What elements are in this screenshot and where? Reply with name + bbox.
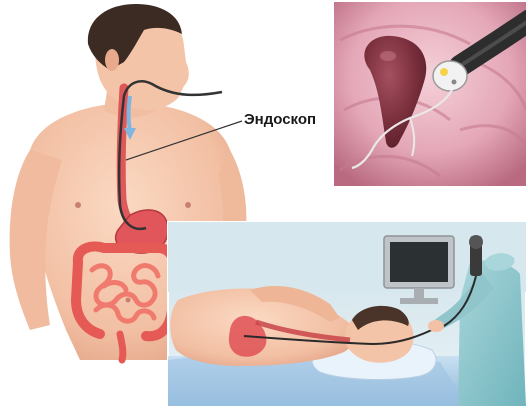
inset-procedure-room — [168, 222, 526, 406]
navel — [126, 298, 131, 303]
endoscope-label: Эндоскоп — [244, 111, 316, 128]
flow-arrow — [129, 96, 131, 130]
nipple-left — [75, 202, 81, 208]
endoscope-tip — [433, 61, 467, 91]
nipple-right — [185, 202, 191, 208]
endoscope-light — [440, 68, 448, 76]
rectum — [120, 334, 123, 360]
ear — [105, 49, 119, 71]
inset-stomach-interior — [334, 2, 528, 186]
